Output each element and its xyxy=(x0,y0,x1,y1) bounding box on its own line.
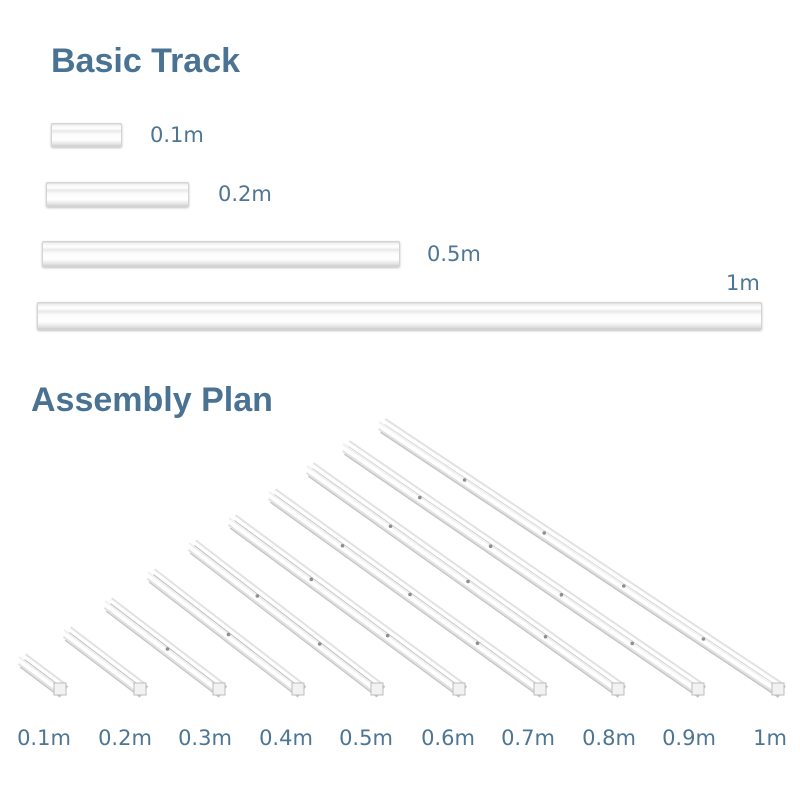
assembly-rail-4 xyxy=(146,568,307,698)
rail-joint xyxy=(309,577,314,582)
assembly-label-0-6m: 0.6m xyxy=(421,726,475,750)
assembly-rail-2 xyxy=(62,626,149,698)
assembly-label-0-1m: 0.1m xyxy=(17,726,71,750)
assembly-label-0-7m: 0.7m xyxy=(501,726,555,750)
assembly-rail-9 xyxy=(342,440,706,698)
basic-track-title: Basic Track xyxy=(51,42,241,80)
rail-joint xyxy=(388,524,393,529)
assembly-rail-5 xyxy=(187,539,386,698)
rail-joint xyxy=(542,531,546,535)
assembly-label-0-4m: 0.4m xyxy=(259,726,313,750)
rail-joint xyxy=(408,592,412,597)
rail-joint xyxy=(226,632,231,637)
assembly-label-0-2m: 0.2m xyxy=(98,726,152,750)
rail-joint xyxy=(385,633,390,638)
assembly-label-1m: 1m xyxy=(753,726,787,750)
assembly-label-0-8m: 0.8m xyxy=(582,726,636,750)
assembly-plan-diagram xyxy=(17,418,786,698)
rail-joint xyxy=(466,579,470,584)
rail-joint xyxy=(165,647,170,651)
assembly-rail-10 xyxy=(378,418,786,698)
rail-joint xyxy=(317,642,322,646)
assembly-rail-3 xyxy=(103,597,228,698)
track-label-0-2m: 0.2m xyxy=(218,182,272,206)
rail-joint xyxy=(488,544,493,548)
assembly-plan-title: Assembly Plan xyxy=(31,381,273,419)
rail-joint xyxy=(475,641,480,646)
assembly-rail-7 xyxy=(267,488,549,698)
rail-joint xyxy=(418,495,422,500)
rail-joint xyxy=(340,543,345,548)
assembly-label-0-3m: 0.3m xyxy=(178,726,232,750)
assembly-rail-8 xyxy=(305,462,627,698)
rail-joint xyxy=(701,637,706,641)
rail-joint xyxy=(559,593,564,597)
rail-joint xyxy=(543,634,548,639)
track-0-2m xyxy=(46,182,189,207)
rail-joint xyxy=(462,478,467,482)
track-0-1m xyxy=(51,123,122,147)
track-1m xyxy=(37,302,762,330)
rail-joint xyxy=(622,584,626,588)
track-0-5m xyxy=(42,241,400,267)
rail-joint xyxy=(630,641,634,646)
track-label-1m: 1m xyxy=(726,271,760,295)
assembly-label-0-5m: 0.5m xyxy=(339,726,393,750)
assembly-label-0-9m: 0.9m xyxy=(662,726,716,750)
track-label-0-1m: 0.1m xyxy=(150,123,204,147)
track-label-0-5m: 0.5m xyxy=(427,242,481,266)
assembly-rail-6 xyxy=(227,514,468,698)
rail-joint xyxy=(255,594,260,598)
assembly-rails xyxy=(17,418,786,698)
assembly-rail-1 xyxy=(17,653,69,698)
